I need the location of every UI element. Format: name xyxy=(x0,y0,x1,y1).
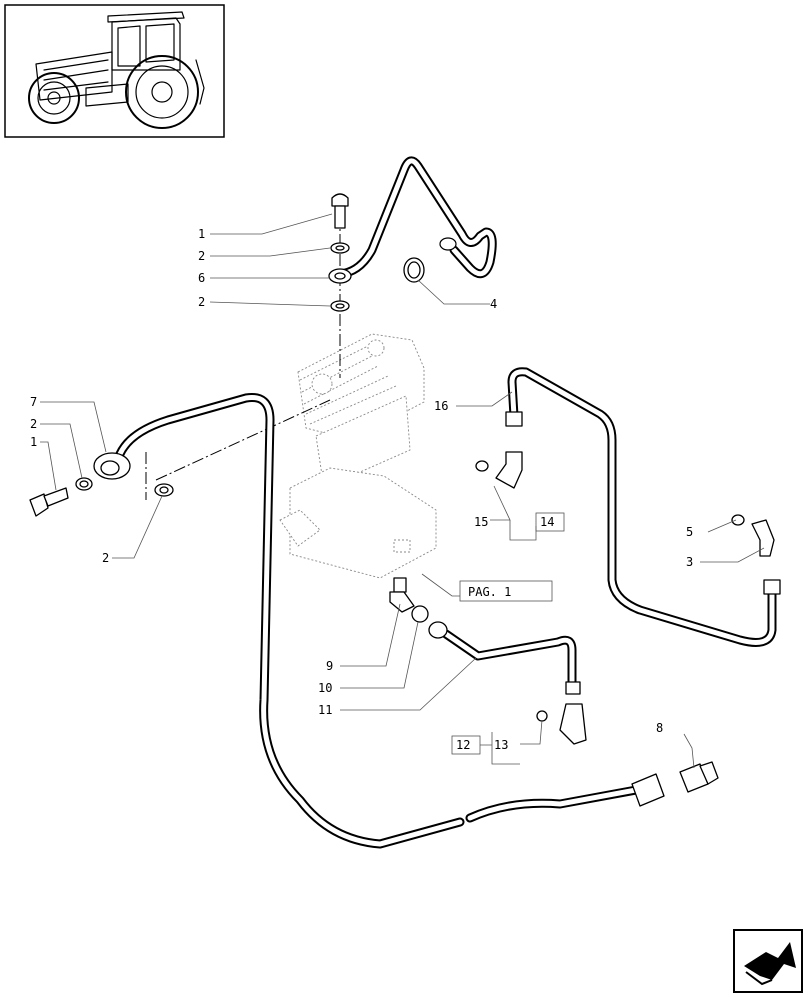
next-page-arrow-icon[interactable] xyxy=(733,929,803,993)
tractor-thumbnail xyxy=(4,4,225,138)
center-lines xyxy=(145,214,341,500)
callout-15: 15 xyxy=(474,515,488,529)
callout-labels: 1 2 6 2 4 7 2 1 2 16 15 14 5 3 PAG. 1 9 … xyxy=(30,227,693,765)
callout-9: 9 xyxy=(326,659,333,673)
callout-8: 8 xyxy=(656,721,663,735)
callout-2: 2 xyxy=(30,417,37,431)
callout-7: 7 xyxy=(30,395,37,409)
callout-1: 1 xyxy=(30,435,37,449)
tractor-thumbnail-icon xyxy=(28,11,205,129)
callout-16: 16 xyxy=(434,399,448,413)
top-fittings xyxy=(328,193,425,312)
callout-3: 3 xyxy=(686,555,693,569)
callout-2: 2 xyxy=(198,249,205,263)
left-fittings xyxy=(29,452,174,517)
callout-10: 10 xyxy=(318,681,332,695)
end-fittings xyxy=(631,761,719,807)
right-fittings xyxy=(475,411,781,595)
callout-4: 4 xyxy=(490,297,497,311)
pipe-middle xyxy=(441,629,577,687)
middle-fittings xyxy=(389,577,587,745)
callout-14: 14 xyxy=(540,515,554,529)
compressor-ghost xyxy=(279,333,437,579)
callout-pag1: PAG. 1 xyxy=(468,585,511,599)
leader-lines xyxy=(40,213,765,769)
pipe-right xyxy=(507,367,777,647)
callout-13: 13 xyxy=(494,738,508,752)
callout-1: 1 xyxy=(198,227,205,241)
callout-2: 2 xyxy=(198,295,205,309)
pipe-top xyxy=(335,156,497,279)
callout-5: 5 xyxy=(686,525,693,539)
pipe-left-long xyxy=(115,392,641,849)
callout-6: 6 xyxy=(198,271,205,285)
callout-11: 11 xyxy=(318,703,332,717)
callout-2: 2 xyxy=(102,551,109,565)
callout-12: 12 xyxy=(456,738,470,752)
